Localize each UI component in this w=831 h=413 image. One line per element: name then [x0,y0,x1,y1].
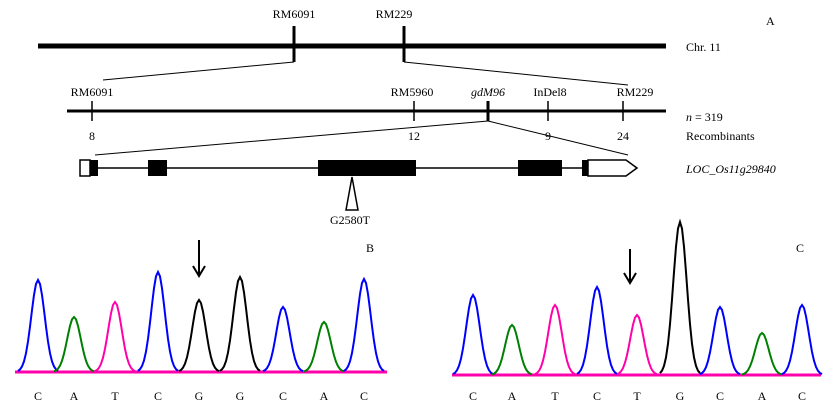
chr-marker-rm229-label: RM229 [376,7,413,21]
chromatogram-c-peak-9 [781,303,823,375]
chromatogram-b-base-label-8: A [320,389,329,403]
arrow-c-head [623,272,637,285]
arrow-c [623,249,637,285]
gene-5utr [79,159,91,177]
chromatogram-b-base-label-4: C [154,389,162,403]
recombinants-label: Recombinants [686,129,755,143]
gene-exon-5 [582,160,588,176]
gene-zoom-line-right [487,120,629,156]
chromatogram-b-peak-2 [53,315,95,373]
fine-marker-indel8-label: InDel8 [533,85,566,99]
gene-model [79,159,639,177]
fine-marker-rm229-label: RM229 [617,85,654,99]
chromatogram-b-base-label-3: T [111,389,119,403]
chromatogram-b-peak-7 [262,305,304,373]
chromatogram-c: C A T C T G C A C [452,218,823,403]
chromatogram-b-peak-3 [94,300,136,372]
chromatogram-c-base-label-6: G [676,389,685,403]
zoom-line-right [403,61,629,86]
chromatogram-b-peak-5 [178,298,220,372]
chromatogram-b-base-label-7: C [279,389,287,403]
chromatogram-b-base-label-5: G [195,389,204,403]
chromatogram-b-base-label-2: A [70,389,79,403]
panel-b-label: B [366,241,374,255]
chromatogram-c-peak-7 [699,305,741,376]
fine-marker-gdm96-label: gdM96 [471,85,505,99]
chromatogram-b-peak-9 [343,276,385,372]
arrow-b-head [192,265,206,278]
recombinants-rm5960: 12 [408,129,420,143]
chromatogram-c-peak-1 [452,292,494,375]
chromatogram-b-peak-6 [219,274,261,372]
chromatogram-c-peak-6 [659,218,701,374]
mutation-triangle-marker [345,176,359,211]
chromatogram-c-peak-2 [491,323,533,376]
chromatogram-c-base-label-1: C [469,389,477,403]
chromatogram-b-base-label-6: G [236,389,245,403]
chromatogram-b-peak-4 [137,269,179,372]
chromatogram-c-base-label-7: C [716,389,724,403]
chromosome-label: Chr. 11 [686,40,721,54]
zoom-line-left [102,61,295,81]
gene-zoom-line-left [94,120,489,156]
chromatogram-c-peak-3 [534,303,576,375]
gene-exon-1 [90,160,98,176]
chromatogram-c-base-label-4: C [593,389,601,403]
chromatogram-c-base-label-8: A [758,389,767,403]
chromatogram-c-base-label-9: C [798,389,806,403]
recombinants-rm229: 24 [617,129,629,143]
chromatogram-b-peak-8 [303,320,345,373]
gene-exon-2 [148,160,167,176]
chromatogram-b-peak-1 [17,277,59,372]
chromatogram-b-base-label-9: C [360,389,368,403]
gene-name-label: LOC_Os11g29840 [685,162,776,176]
population-size-label: n = 319 [686,110,723,124]
panel-c-label: C [796,241,804,255]
chromatogram-c-base-label-3: T [551,389,559,403]
chromatogram-c-base-label-2: A [508,389,517,403]
panel-a-label: A [766,14,775,28]
gene-3utr-arrow [587,159,639,177]
gene-exon-4 [518,160,562,176]
chromatogram-b-base-label-1: C [34,389,42,403]
mutation-label: G2580T [330,213,371,227]
fine-marker-rm6091-label: RM6091 [71,85,114,99]
arrow-b [192,240,206,278]
recombinants-rm6091: 8 [89,129,95,143]
fine-marker-rm5960-label: RM5960 [391,85,434,99]
chromatogram-c-peak-8 [741,331,783,376]
chromatogram-c-peak-5 [616,313,658,376]
chr-marker-rm6091-label: RM6091 [273,7,316,21]
gene-exon-3 [318,160,416,176]
chromatogram-c-peak-4 [576,284,618,375]
chromatogram-c-base-label-5: T [633,389,641,403]
